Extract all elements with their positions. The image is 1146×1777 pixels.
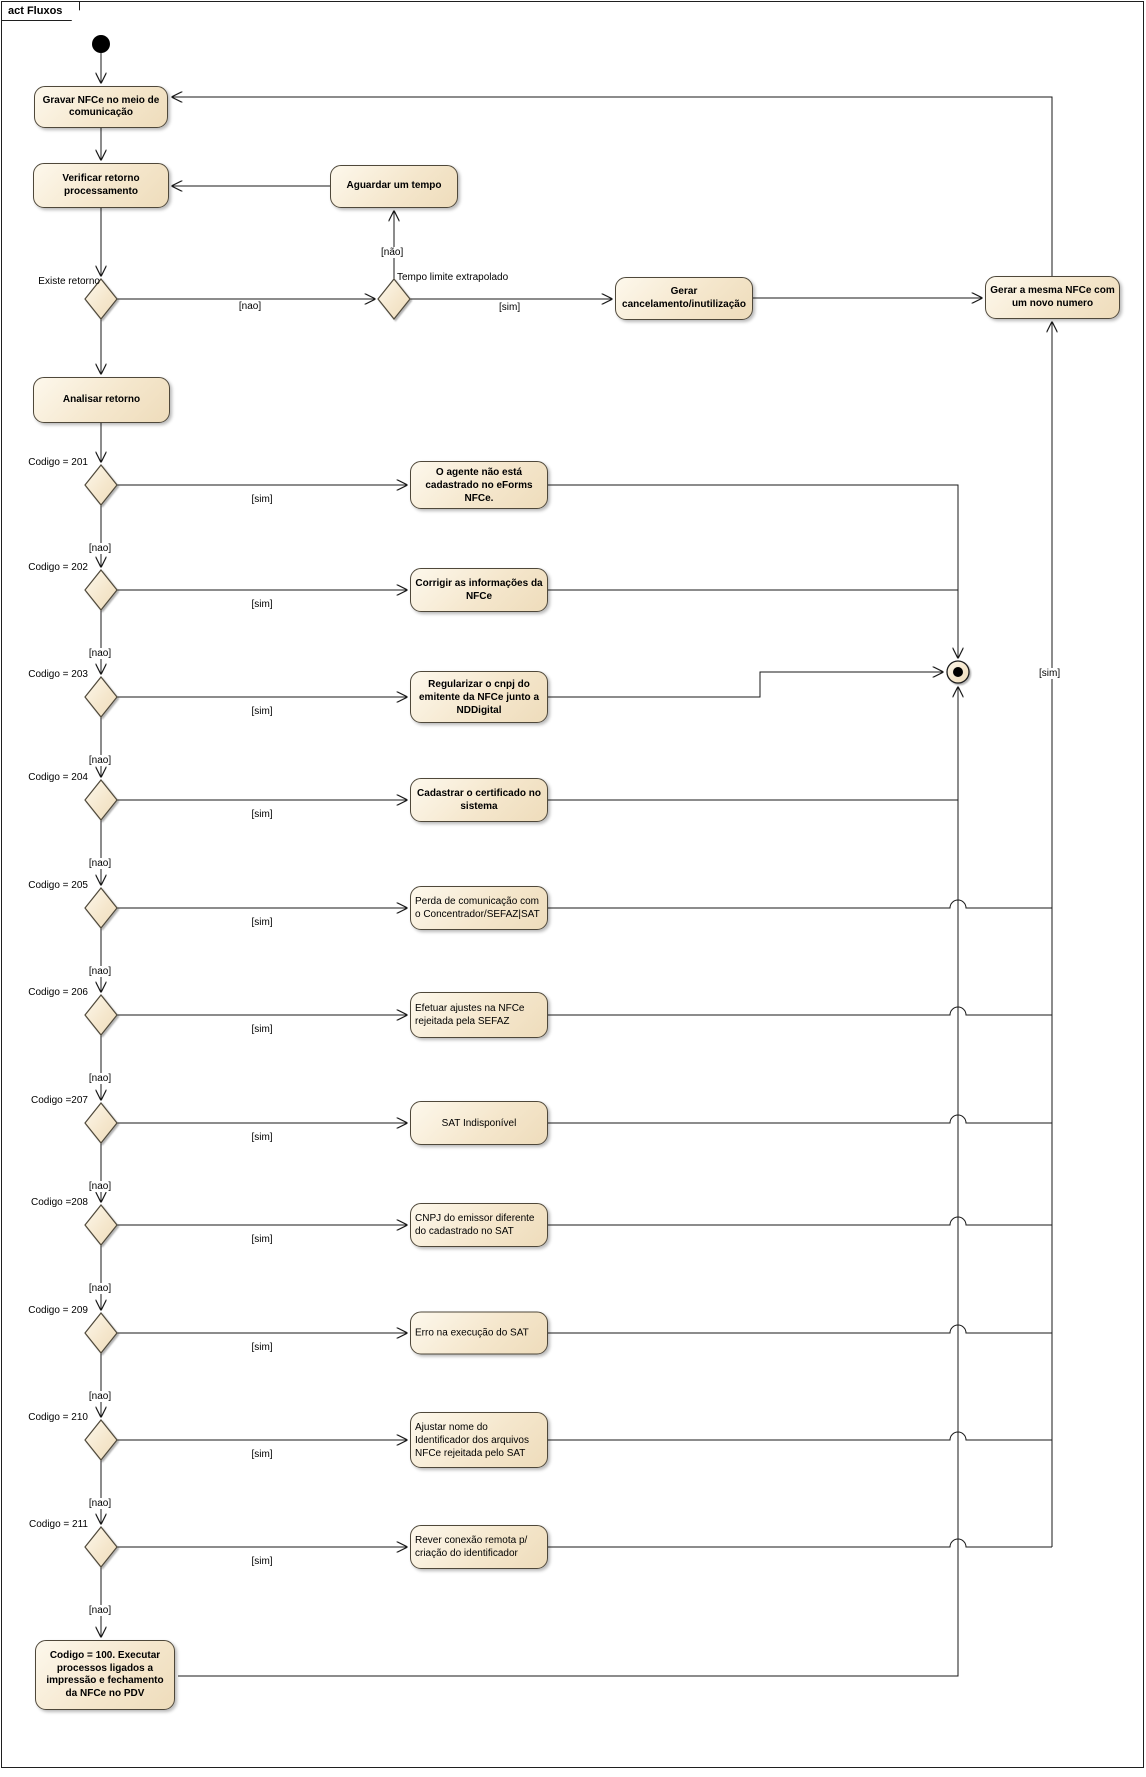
decision-tempo-limite[interactable]	[377, 278, 411, 320]
decision-codigo-202[interactable]	[84, 569, 118, 611]
activity-node[interactable]: Regularizar o cnpj do emitente da NFCe j…	[410, 671, 548, 723]
guard-sim-label: [sim]	[251, 917, 273, 928]
decision-codigo-207[interactable]	[84, 1102, 118, 1144]
activity-gravar-nfce[interactable]: Gravar NFCe no meio de comunicação	[34, 86, 168, 128]
decision-codigo-210[interactable]	[84, 1419, 118, 1461]
activity-gerar-mesma-nfce[interactable]: Gerar a mesma NFCe com um novo numero	[985, 276, 1120, 319]
guard-nao-tempo: [não]	[380, 247, 405, 258]
edge-208-to-mesma	[548, 1216, 1052, 1226]
activity-analisar-retorno[interactable]: Analisar retorno	[33, 377, 170, 423]
code-label: Codigo = 201	[28, 457, 88, 468]
activity-verificar-retorno[interactable]: Verificar retorno processamento	[33, 163, 169, 208]
guard-sim-label: [sim]	[251, 706, 273, 717]
code-label: Codigo = 211	[28, 1519, 88, 1530]
label-tempo-limite: Tempo limite extrapolado	[397, 272, 509, 283]
decision-codigo-208[interactable]	[84, 1204, 118, 1246]
guard-nao-existe: [nao]	[234, 301, 266, 312]
activity-node[interactable]: CNPJ do emissor diferente do cadastrado …	[410, 1203, 548, 1247]
edge-209-to-mesma	[548, 1324, 1052, 1334]
edge-206-to-mesma	[548, 1006, 1052, 1016]
guard-sim-label: [sim]	[251, 1024, 273, 1035]
code-label: Codigo = 209	[28, 1305, 88, 1316]
diagram-title-tab: act Fluxos	[2, 2, 80, 21]
code-label: Codigo = 210	[28, 1412, 88, 1423]
edge-205-to-mesma	[548, 899, 1052, 909]
edge-211-to-mesma	[548, 1538, 1052, 1548]
edge-codigo100-to-final	[178, 687, 958, 1677]
decision-codigo-201[interactable]	[84, 464, 118, 506]
code-label: Codigo =208	[31, 1197, 88, 1208]
guard-sim-label: [sim]	[251, 1132, 273, 1143]
activity-node[interactable]: Erro na execução do SAT	[410, 1311, 548, 1355]
code-label: Codigo = 204	[28, 772, 88, 783]
guard-sim-collector: [sim]	[1038, 668, 1062, 679]
guard-nao-label: [nao]	[69, 858, 131, 869]
guard-nao-label: [nao]	[69, 648, 131, 659]
decision-codigo-204[interactable]	[84, 779, 118, 821]
guard-sim-label: [sim]	[251, 1342, 273, 1353]
label-existe-retorno: Existe retorno	[38, 276, 100, 287]
guard-sim-label: [sim]	[251, 494, 273, 505]
edge-207-to-mesma	[548, 1114, 1052, 1124]
guard-nao-label: [nao]	[69, 755, 131, 766]
activity-node[interactable]: SAT Indisponível	[410, 1101, 548, 1145]
guard-sim-label: [sim]	[251, 1234, 273, 1245]
guard-sim-tempo: [sim]	[498, 302, 522, 313]
edge-mesma-to-gravar	[172, 97, 1053, 276]
activity-aguardar-tempo[interactable]: Aguardar um tempo	[330, 165, 458, 208]
edge-210-to-mesma	[548, 1431, 1052, 1441]
code-label: Codigo = 206	[28, 987, 88, 998]
guard-sim-label: [sim]	[251, 1449, 273, 1460]
decision-codigo-203[interactable]	[84, 676, 118, 718]
final-node[interactable]	[946, 660, 970, 684]
code-label: Codigo =207	[31, 1095, 88, 1106]
code-label: Codigo = 202	[28, 562, 88, 573]
decision-codigo-209[interactable]	[84, 1312, 118, 1354]
activity-node[interactable]: Rever conexão remota p/ criação do ident…	[410, 1525, 548, 1569]
code-label: Codigo = 205	[28, 880, 88, 891]
guard-nao-label: [nao]	[69, 543, 131, 554]
guard-nao-label: [nao]	[69, 1605, 131, 1616]
guard-nao-label: [nao]	[69, 1498, 131, 1509]
edge-201-to-final	[548, 484, 958, 658]
initial-node[interactable]	[92, 35, 110, 53]
guard-nao-label: [nao]	[69, 1283, 131, 1294]
guard-sim-label: [sim]	[251, 809, 273, 820]
decision-existe-retorno[interactable]	[84, 278, 118, 320]
activity-node[interactable]: Corrigir as informações da NFCe	[410, 568, 548, 612]
decision-codigo-206[interactable]	[84, 994, 118, 1036]
guard-nao-label: [nao]	[69, 1181, 131, 1192]
code-label: Codigo = 203	[28, 669, 88, 680]
activity-node[interactable]: Cadastrar o certificado no sistema	[410, 778, 548, 822]
activity-node[interactable]: Efetuar ajustes na NFCe rejeitada pela S…	[410, 992, 548, 1038]
guard-nao-label: [nao]	[69, 966, 131, 977]
activity-node[interactable]: O agente não está cadastrado no eForms N…	[410, 461, 548, 509]
activity-node[interactable]: Ajustar nome do Identificador dos arquiv…	[410, 1412, 548, 1468]
activity-codigo-100[interactable]: Codigo = 100. Executar processos ligados…	[35, 1640, 175, 1710]
guard-nao-label: [nao]	[69, 1073, 131, 1084]
activity-gerar-cancelamento[interactable]: Gerar cancelamento/inutilização	[615, 277, 753, 320]
guard-sim-label: [sim]	[251, 1556, 273, 1567]
decision-codigo-205[interactable]	[84, 887, 118, 929]
activity-node[interactable]: Perda de comunicação com o Concentrador/…	[410, 886, 548, 930]
edge-203-to-final	[548, 672, 943, 698]
decision-codigo-211[interactable]	[84, 1526, 118, 1568]
guard-sim-label: [sim]	[251, 599, 273, 610]
guard-nao-label: [nao]	[69, 1391, 131, 1402]
